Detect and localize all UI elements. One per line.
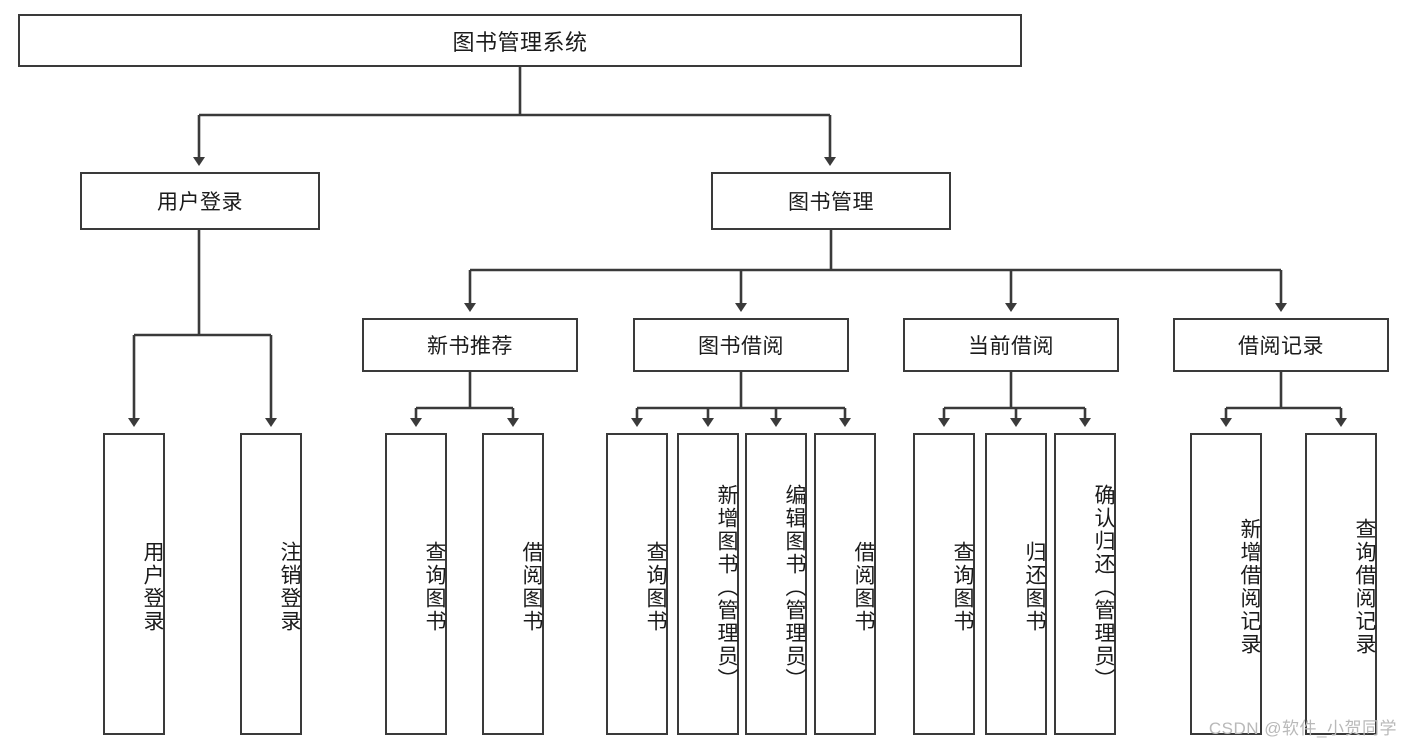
- leaf-br-add-record-label: 新增借阅记录: [1238, 518, 1261, 656]
- leaf-br-query-record-label: 查询借阅记录: [1353, 518, 1376, 656]
- node-borrow-record-label: 借阅记录: [1238, 335, 1324, 358]
- leaf-bb-add-book-admin-label: 新增图书（管理员）: [715, 483, 738, 691]
- leaf-cb-query-book-label: 查询图书: [951, 541, 974, 633]
- leaf-bb-add-book-admin[interactable]: 新增图书（管理员）: [677, 433, 739, 735]
- leaf-nb-borrow-book[interactable]: 借阅图书: [482, 433, 544, 735]
- node-user-login-label: 用户登录: [157, 191, 243, 214]
- node-current-borrow-label: 当前借阅: [968, 335, 1054, 358]
- leaf-logout-label: 注销登录: [278, 541, 301, 633]
- node-book-borrow[interactable]: 图书借阅: [633, 318, 849, 372]
- node-book-management[interactable]: 图书管理: [711, 172, 951, 230]
- node-current-borrow[interactable]: 当前借阅: [903, 318, 1119, 372]
- leaf-user-login[interactable]: 用户登录: [103, 433, 165, 735]
- leaf-br-add-record[interactable]: 新增借阅记录: [1190, 433, 1262, 735]
- node-user-login[interactable]: 用户登录: [80, 172, 320, 230]
- leaf-bb-edit-book-admin-label: 编辑图书（管理员）: [783, 483, 806, 691]
- node-borrow-record[interactable]: 借阅记录: [1173, 318, 1389, 372]
- leaf-logout[interactable]: 注销登录: [240, 433, 302, 735]
- leaf-cb-return-book[interactable]: 归还图书: [985, 433, 1047, 735]
- leaf-bb-borrow-book-label: 借阅图书: [852, 541, 875, 633]
- leaf-bb-query-book-label: 查询图书: [644, 541, 667, 633]
- leaf-user-login-label: 用户登录: [141, 541, 164, 633]
- node-root[interactable]: 图书管理系统: [18, 14, 1022, 67]
- watermark: CSDN @软件_小贺同学: [1208, 719, 1397, 738]
- leaf-br-query-record[interactable]: 查询借阅记录: [1305, 433, 1377, 735]
- leaf-nb-query-book[interactable]: 查询图书: [385, 433, 447, 735]
- leaf-nb-query-book-label: 查询图书: [423, 541, 446, 633]
- node-new-book-recommend-label: 新书推荐: [427, 335, 513, 358]
- leaf-cb-return-book-label: 归还图书: [1023, 541, 1046, 633]
- leaf-bb-edit-book-admin[interactable]: 编辑图书（管理员）: [745, 433, 807, 735]
- leaf-cb-confirm-return-admin[interactable]: 确认归还（管理员）: [1054, 433, 1116, 735]
- leaf-bb-borrow-book[interactable]: 借阅图书: [814, 433, 876, 735]
- leaf-cb-confirm-return-admin-label: 确认归还（管理员）: [1092, 483, 1115, 691]
- node-book-management-label: 图书管理: [788, 191, 874, 214]
- node-root-label: 图书管理系统: [452, 29, 588, 55]
- leaf-nb-borrow-book-label: 借阅图书: [520, 541, 543, 633]
- node-book-borrow-label: 图书借阅: [698, 335, 784, 358]
- leaf-bb-query-book[interactable]: 查询图书: [606, 433, 668, 735]
- leaf-cb-query-book[interactable]: 查询图书: [913, 433, 975, 735]
- node-new-book-recommend[interactable]: 新书推荐: [362, 318, 578, 372]
